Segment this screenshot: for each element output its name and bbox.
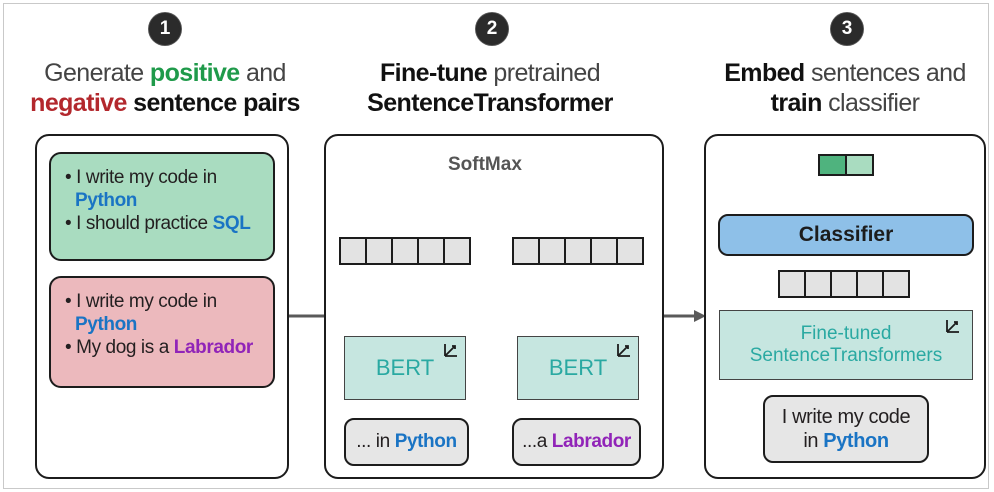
- fine-tune-icon: [444, 344, 457, 357]
- embedding-vector: [778, 270, 910, 298]
- positive-sentence-2: • I should practice SQL: [65, 213, 251, 234]
- embedding-vector-left: [339, 237, 471, 265]
- classifier-box: Classifier: [718, 214, 974, 256]
- input-sentence-right: ...a Labrador: [512, 418, 641, 466]
- bert-model-right: BERT: [517, 336, 639, 400]
- output-class-2: [845, 154, 874, 176]
- step-3-title: Embed sentences and train classifier: [724, 59, 966, 117]
- softmax-label: SoftMax: [448, 154, 522, 175]
- number-3-badge: 3: [831, 13, 863, 45]
- fine-tune-icon: [946, 320, 959, 333]
- finetuned-model: Fine-tuned SentenceTransformers: [719, 310, 973, 380]
- input-sentence-left: ... in Python: [344, 418, 469, 466]
- number-1-badge: 1: [149, 13, 181, 45]
- output-class-1: [818, 154, 847, 176]
- number-2-badge: 2: [476, 13, 508, 45]
- outer-frame: [3, 3, 989, 489]
- embedding-vector-right: [512, 237, 644, 265]
- step-2-title: Fine-tune pretrained SentenceTransformer: [367, 59, 613, 117]
- negative-sentence-2: • My dog is a Labrador: [65, 337, 253, 358]
- step-1-title: Generate positive and negative sentence …: [30, 59, 300, 117]
- fine-tune-icon: [617, 344, 630, 357]
